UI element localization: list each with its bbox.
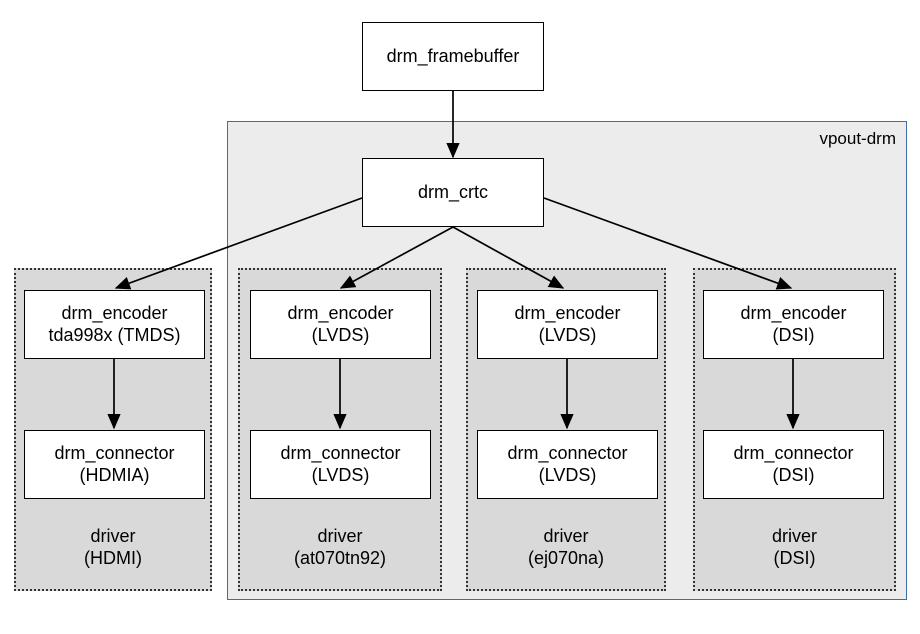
node-label-line2: (DSI) [772, 464, 815, 485]
driver-caption-line1: driver [317, 526, 363, 547]
node-drm-connector-at070tn92: drm_connector (LVDS) [250, 430, 431, 499]
node-label-line2: (LVDS) [538, 324, 597, 345]
driver-caption-line1: driver [90, 526, 136, 547]
node-label-line1: drm_connector [54, 442, 175, 463]
node-label-line1: drm_connector [280, 442, 401, 463]
node-label: drm_crtc [417, 181, 488, 202]
driver-caption-line2: (ej070na) [527, 548, 605, 568]
node-drm-encoder-at070tn92: drm_encoder (LVDS) [250, 290, 431, 359]
node-label: drm_framebuffer [386, 45, 520, 66]
node-label-line2: (LVDS) [311, 324, 370, 345]
node-label-line1: drm_encoder [287, 302, 394, 323]
node-label-line2: (DSI) [772, 324, 815, 345]
node-label-line1: drm_connector [507, 442, 628, 463]
node-drm-connector-ej070na: drm_connector (LVDS) [477, 430, 658, 499]
driver-caption-line2: (DSI) [773, 548, 816, 568]
node-drm-crtc: drm_crtc [362, 158, 544, 227]
node-drm-encoder-hdmi: drm_encoder tda998x (TMDS) [24, 290, 205, 359]
driver-caption-line2: (at070tn92) [293, 548, 387, 568]
driver-caption-line1: driver [543, 526, 589, 547]
node-label-line2: (HDMIA) [79, 464, 150, 485]
node-label-line1: drm_connector [733, 442, 854, 463]
node-drm-connector-hdmia: drm_connector (HDMIA) [24, 430, 205, 499]
node-drm-framebuffer: drm_framebuffer [362, 22, 544, 91]
node-drm-encoder-dsi: drm_encoder (DSI) [703, 290, 884, 359]
driver-caption-ej070na: driver (ej070na) [466, 509, 666, 587]
node-drm-encoder-ej070na: drm_encoder (LVDS) [477, 290, 658, 359]
vpout-drm-panel-label: vpout-drm [819, 129, 896, 148]
node-label-line2: (LVDS) [311, 464, 370, 485]
node-label-line2: (LVDS) [538, 464, 597, 485]
node-label-line1: drm_encoder [740, 302, 847, 323]
node-label-line1: drm_encoder [61, 302, 168, 323]
driver-caption-hdmi: driver (HDMI) [14, 509, 212, 587]
node-label-line2: tda998x (TMDS) [48, 324, 181, 345]
driver-caption-line1: driver [771, 526, 817, 547]
node-drm-connector-dsi: drm_connector (DSI) [703, 430, 884, 499]
node-label-line1: drm_encoder [514, 302, 621, 323]
driver-caption-dsi: driver (DSI) [693, 509, 896, 587]
driver-caption-line2: (HDMI) [84, 548, 142, 568]
driver-caption-at070tn92: driver (at070tn92) [238, 509, 442, 587]
